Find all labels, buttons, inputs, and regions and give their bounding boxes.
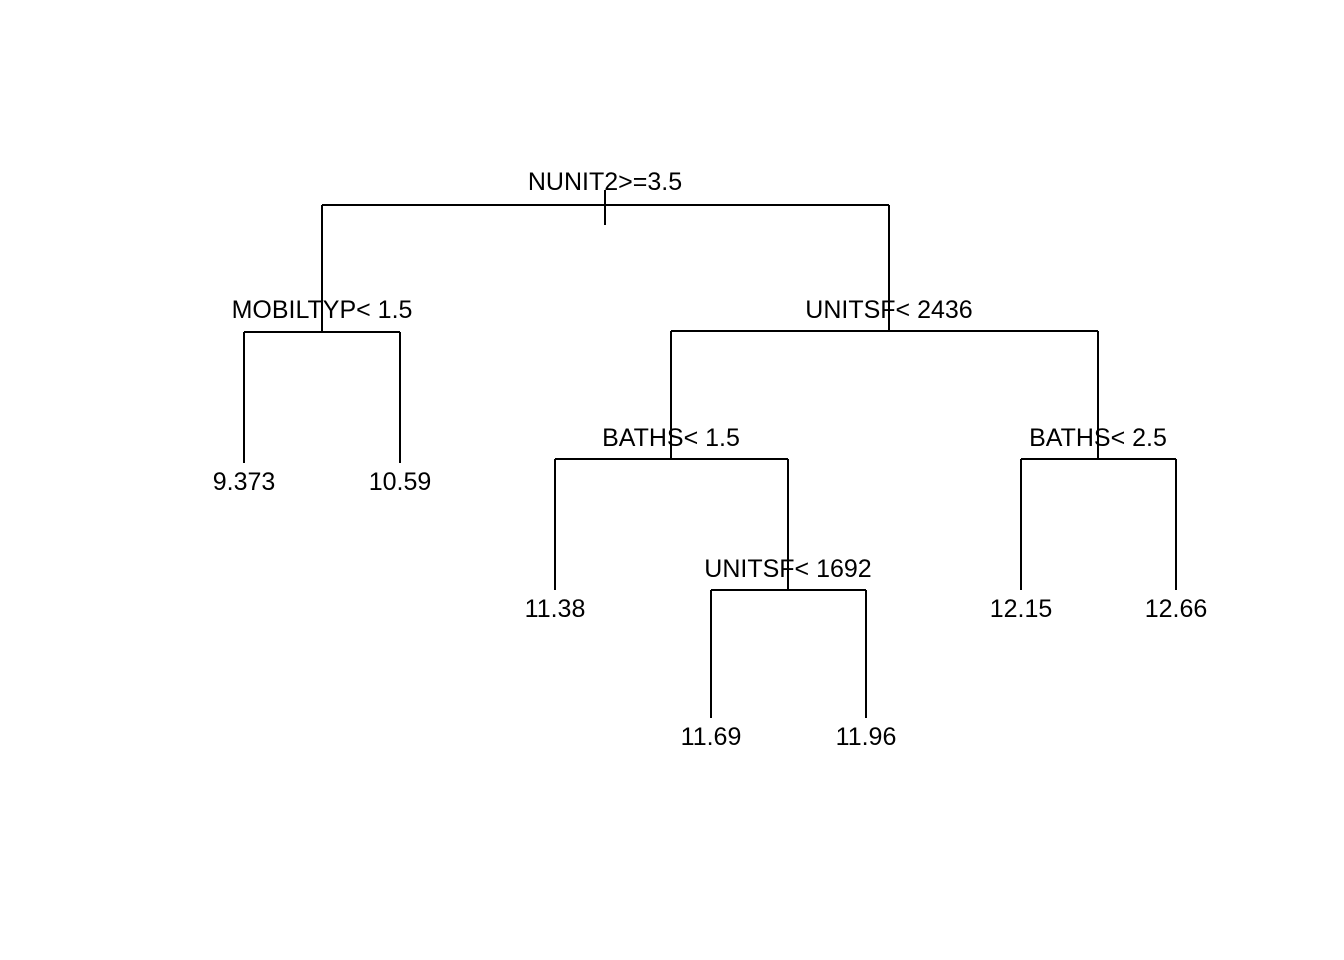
leaf-label-leaf-1215: 12.15	[990, 595, 1053, 623]
leaf-label-leaf-1169: 11.69	[681, 723, 742, 751]
leaf-label-leaf-1196: 11.96	[836, 723, 897, 751]
split-label-unitsf2436: UNITSF< 2436	[805, 296, 972, 324]
split-label-baths15: BATHS< 1.5	[602, 424, 740, 452]
leaf-label-leaf-1138: 11.38	[525, 595, 586, 623]
split-label-mobiltyp: MOBILTYP< 1.5	[232, 296, 413, 324]
leaf-label-leaf-9373: 9.373	[213, 468, 276, 496]
leaf-label-leaf-1059: 10.59	[369, 468, 432, 496]
split-label-baths25: BATHS< 2.5	[1029, 424, 1167, 452]
split-label-unitsf1692: UNITSF< 1692	[704, 555, 871, 583]
split-label-root: NUNIT2>=3.5	[528, 168, 682, 196]
branch-layer	[243, 190, 1177, 718]
leaf-label-leaf-1266: 12.66	[1145, 595, 1208, 623]
